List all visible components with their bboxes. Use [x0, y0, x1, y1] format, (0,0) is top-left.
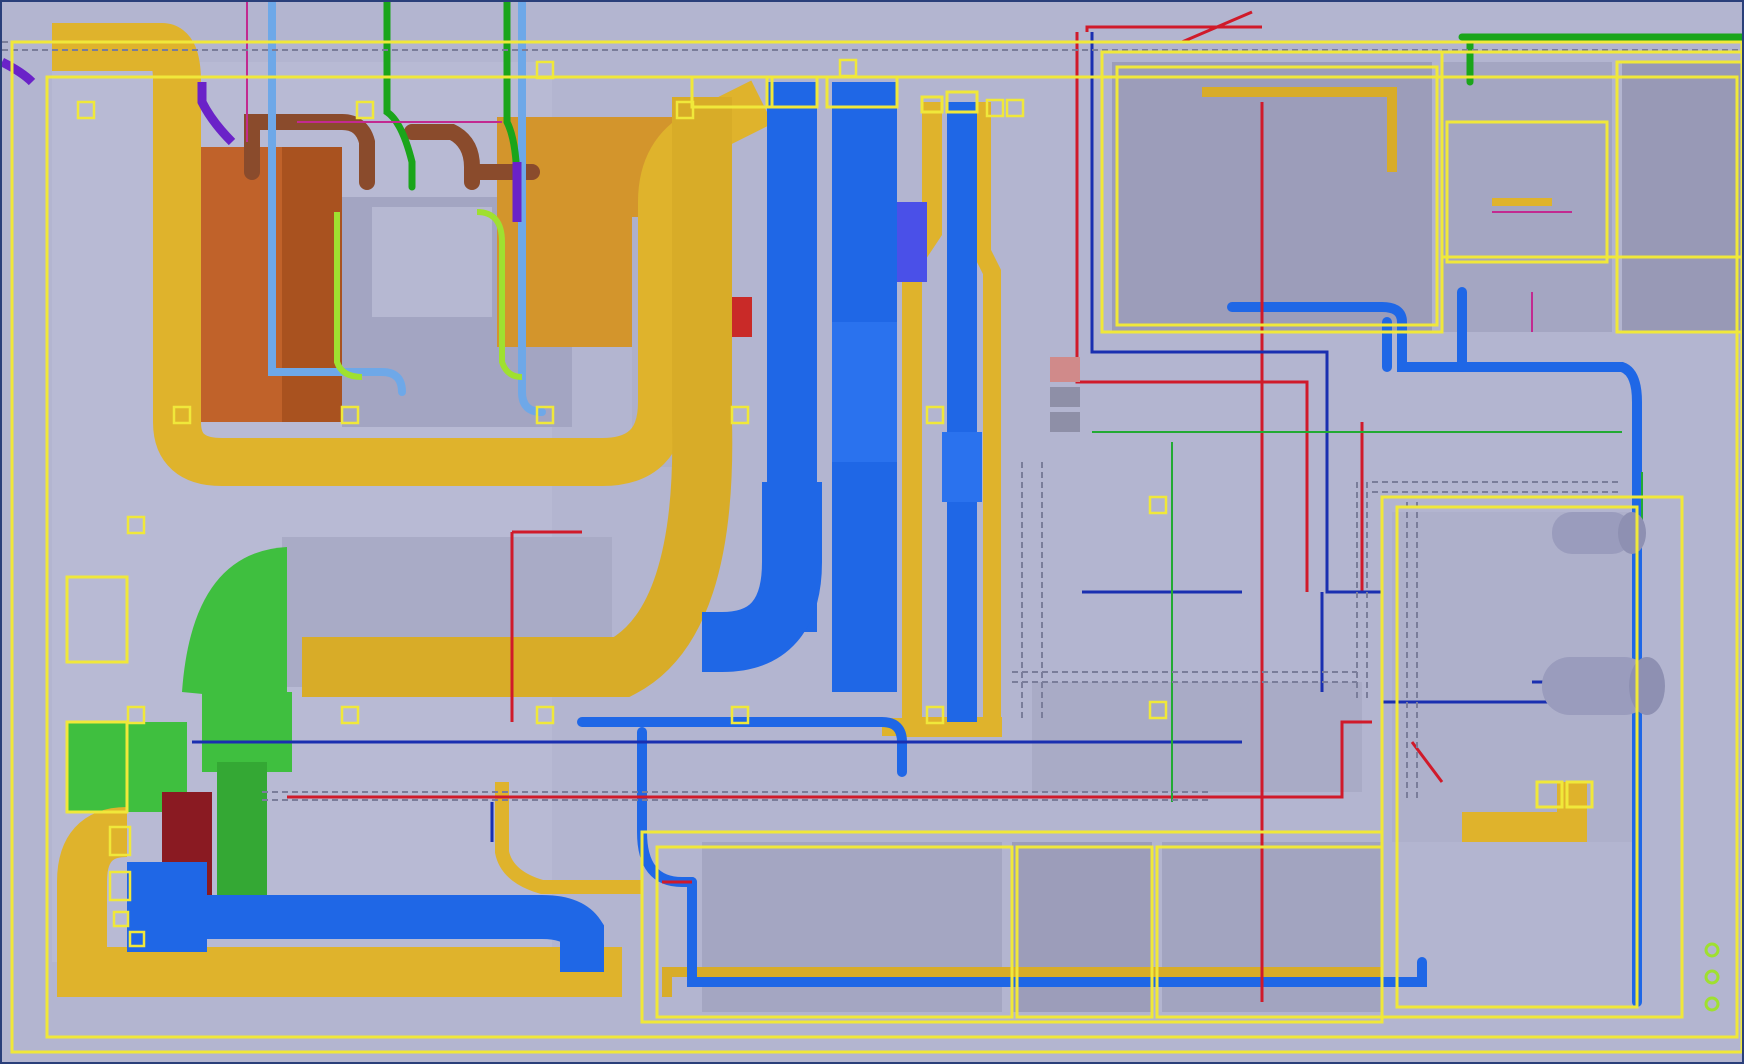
green-exhaust-duct[interactable] — [67, 547, 292, 912]
purple-piping — [2, 57, 522, 222]
expansion-tanks[interactable] — [1542, 512, 1665, 715]
heating-water-pipes[interactable] — [287, 10, 1444, 1002]
electrical-panels[interactable] — [1050, 357, 1080, 432]
node-markers[interactable] — [76, 58, 1168, 948]
electrical-lines — [246, 2, 1572, 332]
selection-outlines[interactable] — [10, 40, 1742, 1054]
diffuser-markers — [1704, 942, 1720, 1012]
lime-piping — [334, 209, 523, 380]
condensate-pipes[interactable] — [192, 32, 1582, 842]
supply-air-ducts[interactable] — [127, 82, 1362, 1002]
